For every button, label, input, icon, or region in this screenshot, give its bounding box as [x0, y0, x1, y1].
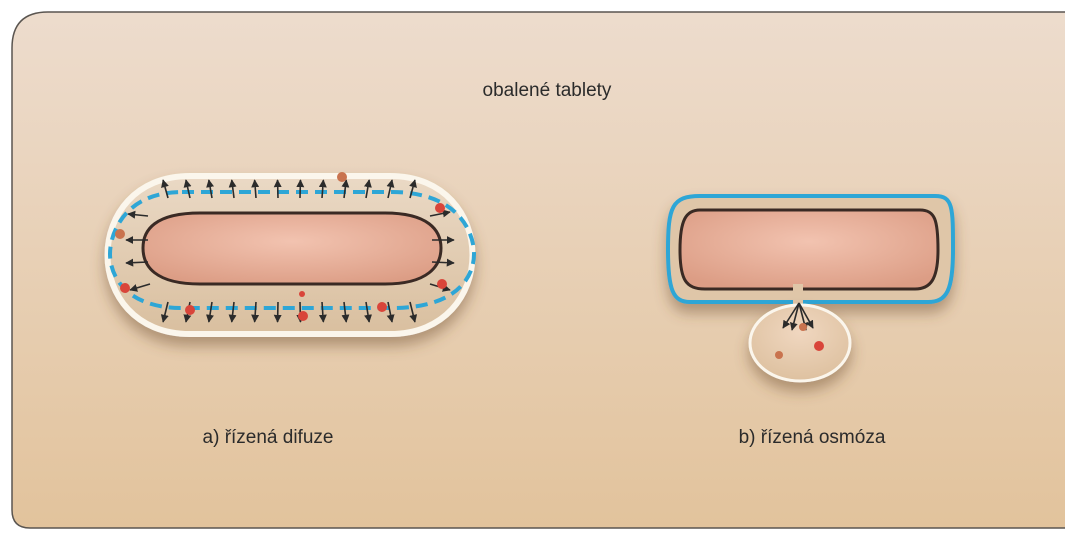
drug-particle	[775, 351, 783, 359]
drug-particle	[377, 302, 387, 312]
drug-particle	[435, 203, 445, 213]
drug-particle	[814, 341, 824, 351]
drug-particle	[437, 279, 447, 289]
drug-particle	[337, 172, 347, 182]
diffusion-tablet	[108, 172, 475, 334]
drug-particle	[115, 229, 125, 239]
label-controlled-osmosis: b) řízená osmóza	[739, 427, 886, 448]
osmosis-core	[680, 210, 938, 289]
label-controlled-diffusion: a) řízená difuze	[203, 427, 334, 448]
drug-particle	[298, 311, 308, 321]
osmosis-orifice	[793, 284, 803, 306]
drug-particle	[120, 283, 130, 293]
diffusion-core	[143, 213, 441, 284]
drug-particle	[299, 291, 305, 297]
release-arrow	[432, 262, 454, 263]
diagram-title: obalené tablety	[483, 80, 612, 101]
osmosis-release-bubble	[750, 305, 850, 381]
drug-particle	[799, 323, 807, 331]
release-arrow	[126, 262, 148, 263]
drug-particle	[185, 305, 195, 315]
